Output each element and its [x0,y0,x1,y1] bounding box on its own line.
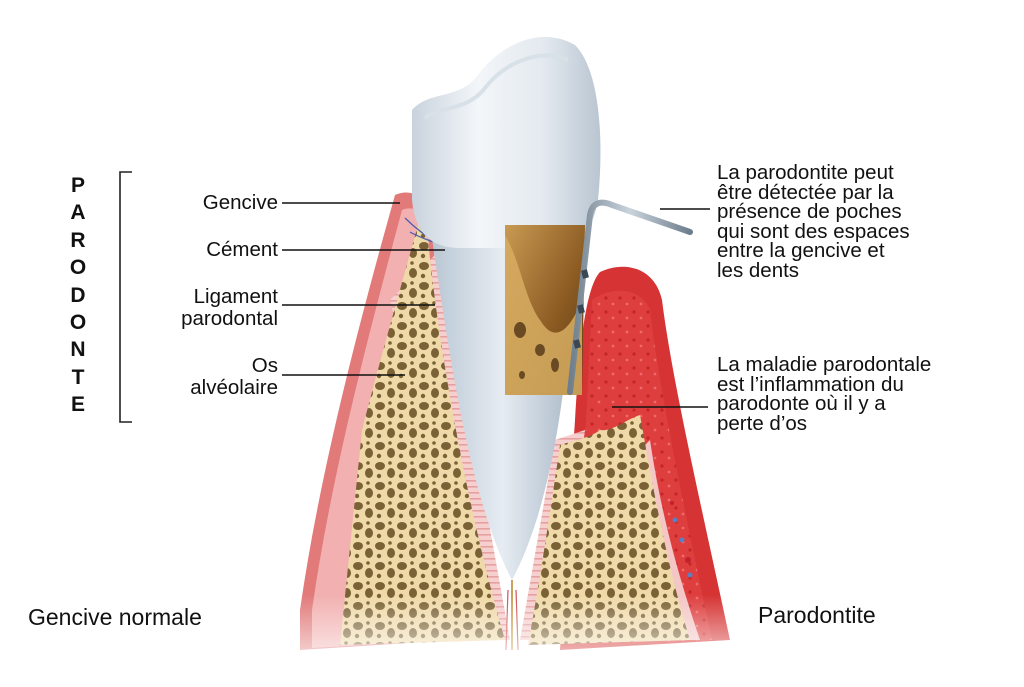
alveolar-bone-right [528,415,690,645]
title-letter: O [69,311,87,335]
alveolar-bone-left [340,225,505,645]
title-letter: N [70,338,86,362]
tooth-crown [412,36,601,248]
label-cement: Cément [206,238,278,261]
annotation-poches: La parodontite peut être détectée par la… [717,161,910,282]
label-line: alvéolaire [190,376,278,399]
parodonte-bracket [119,171,132,423]
caption-parodontite: Parodontite [758,602,876,628]
parodonte-vertical-title: P A R O D O N T E [66,172,90,419]
label-os-alveolaire: Os alvéolaire [190,355,278,399]
annotation-inflammation: La maladie parodontale est l’inflammatio… [717,353,932,435]
label-line: Ligament [193,285,278,308]
caption-gencive-normale: Gencive normale [28,604,202,630]
title-letter: D [70,283,86,307]
label-line: Os [251,354,278,377]
title-letter: T [71,365,85,389]
label-gencive: Gencive [202,191,278,214]
title-letter: O [69,256,87,280]
label-line: parodontal [181,307,278,330]
title-letter: E [70,393,85,417]
title-letter: R [70,228,86,252]
periodontal-probe [567,199,693,395]
title-letter: A [70,201,86,225]
label-ligament-parodontal: Ligament parodontal [181,286,278,330]
title-letter: P [70,174,85,197]
